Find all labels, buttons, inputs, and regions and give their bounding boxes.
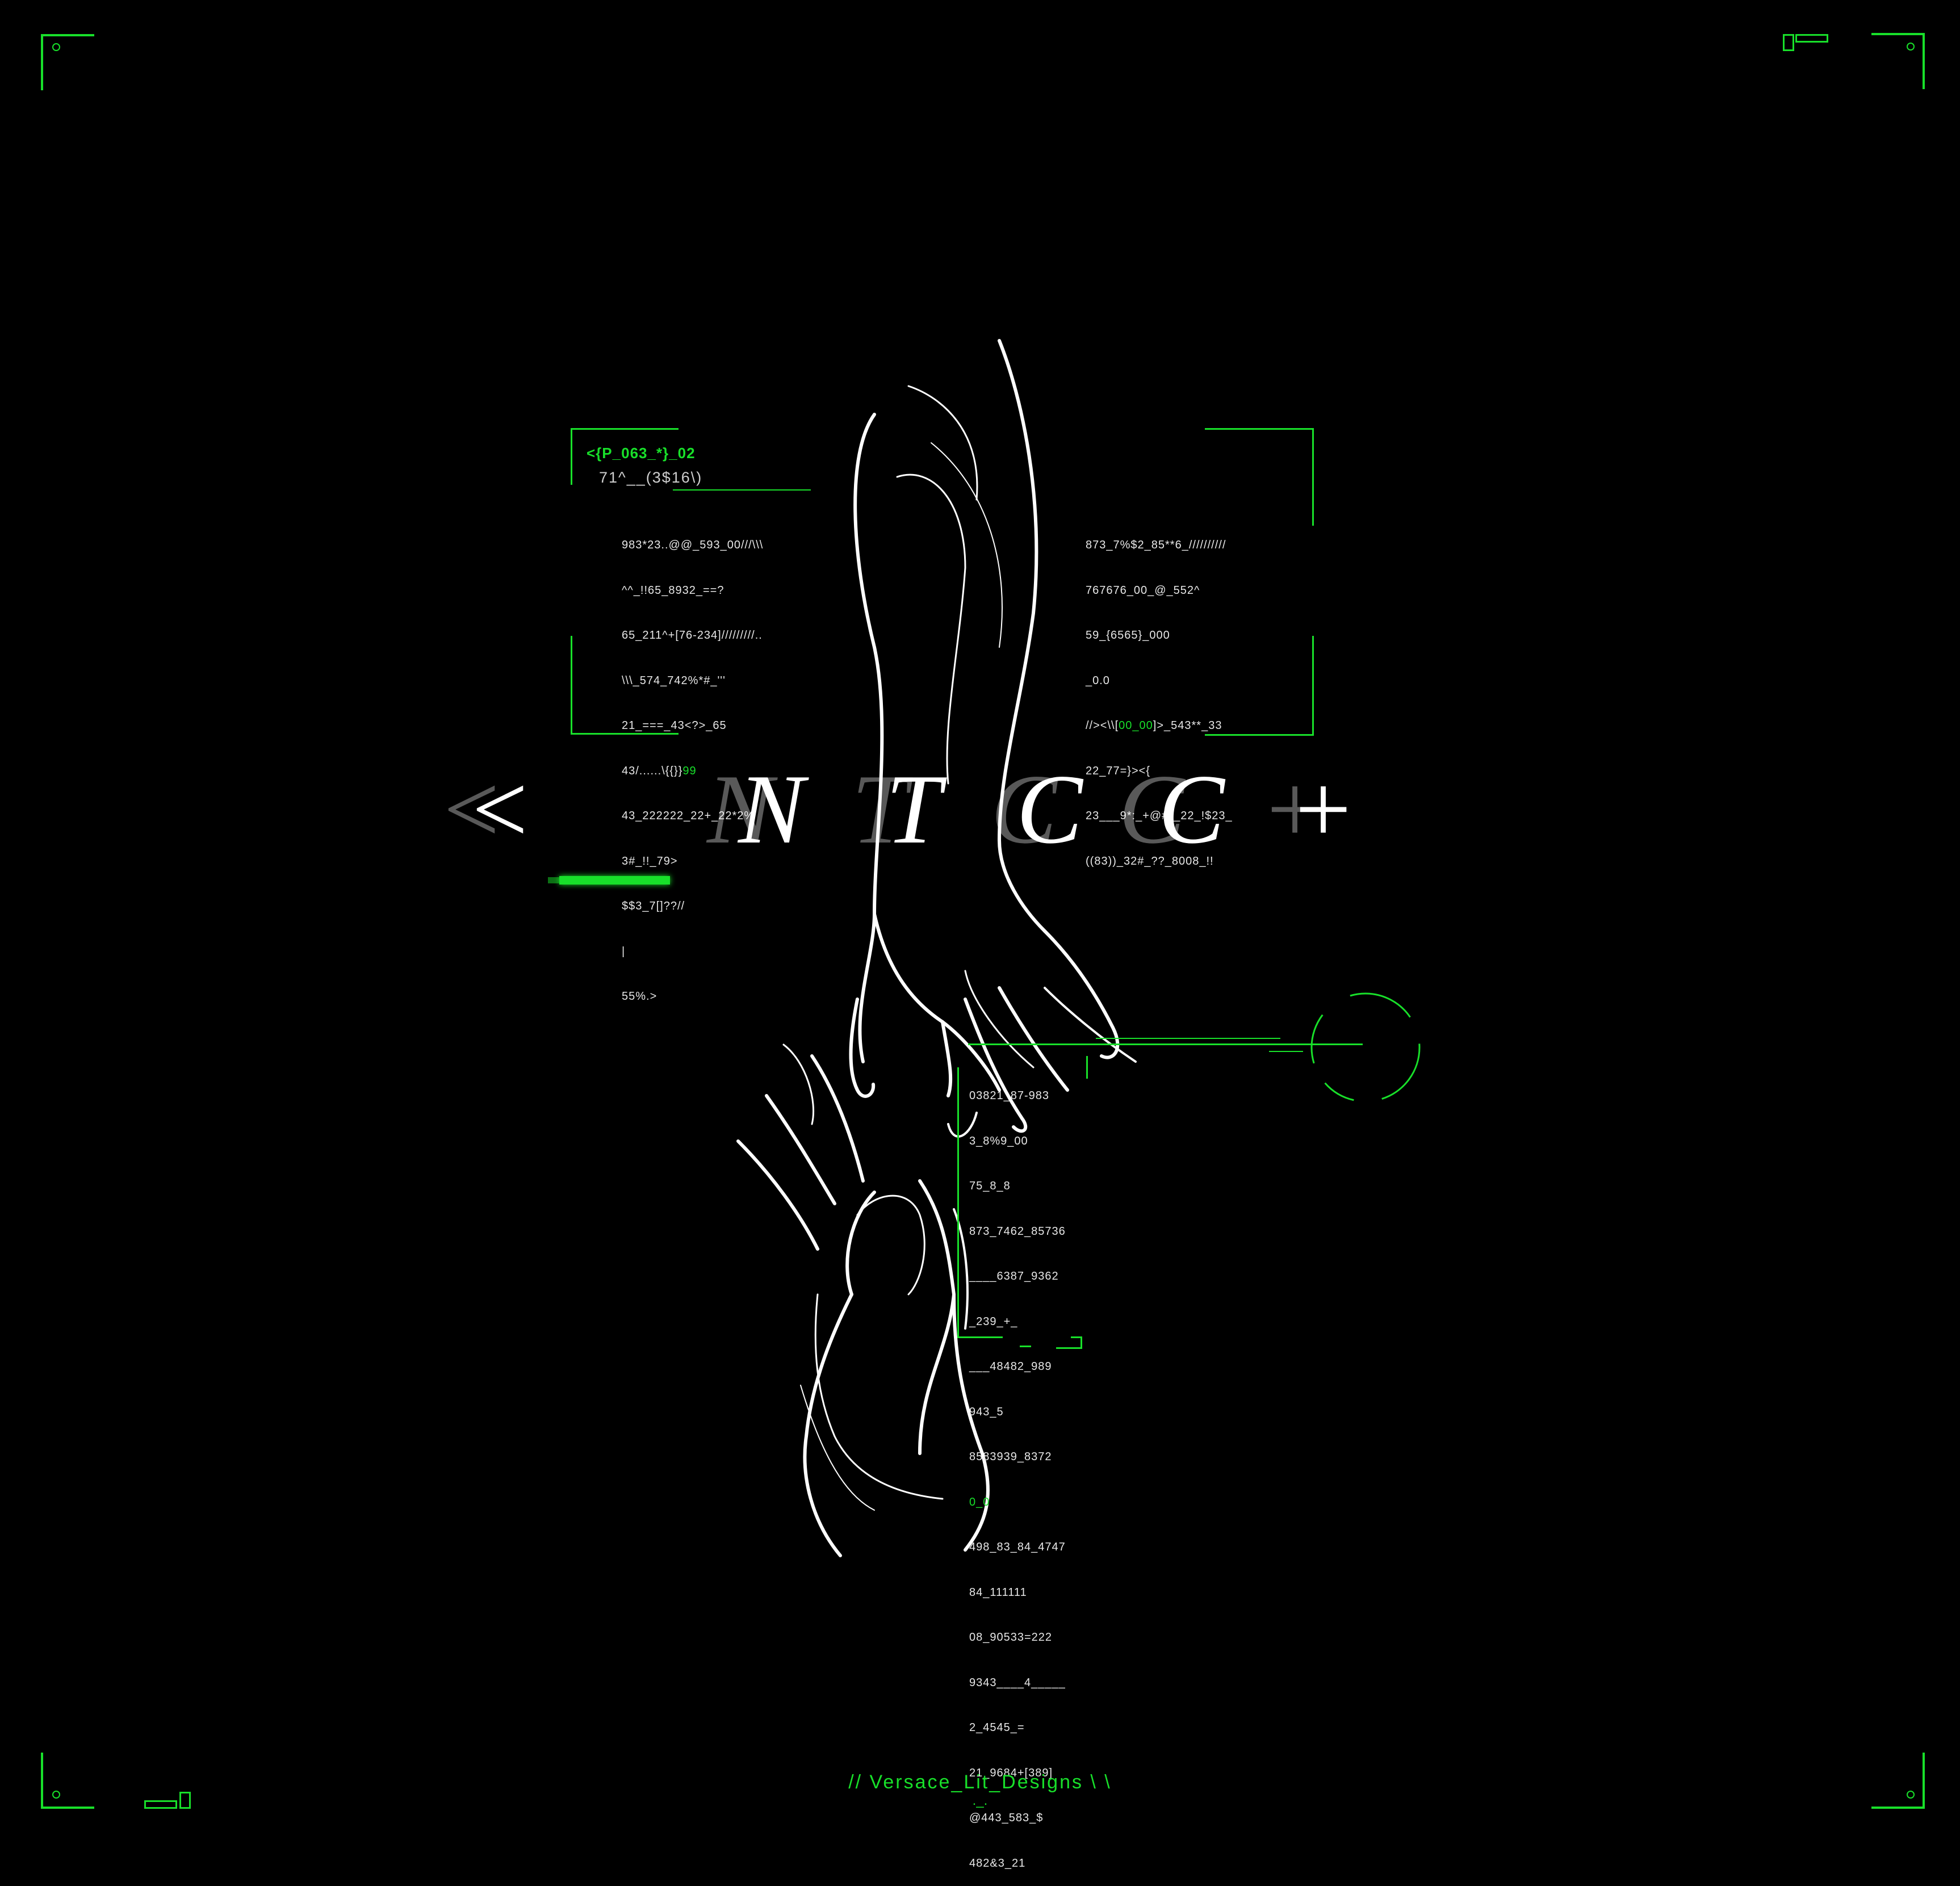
footer-mark: ._. [972, 1793, 988, 1808]
panel-right-frame [1205, 428, 1314, 736]
code-line: \\\_574_742%*#_''' [622, 674, 726, 687]
panel-right-code: 873_7%$2_85**6_////////// 767676_00_@_55… [1086, 508, 1233, 884]
hud-mark-bottom-left [179, 1792, 191, 1809]
corner-top-left [41, 34, 94, 90]
hud-line-small [1269, 1051, 1303, 1052]
code-line: 2_4545_= [969, 1721, 1025, 1734]
code-line: | [622, 945, 626, 958]
code-line: 498_83_84_4747 [969, 1541, 1066, 1553]
hands-illustration [736, 339, 1137, 1557]
code-line: 59_{6565}_000 [1086, 629, 1170, 642]
title-char: C [1158, 754, 1225, 864]
corner-dot-icon [52, 1791, 60, 1799]
hud-mark-top-right [1783, 34, 1794, 51]
title-char: < [466, 754, 533, 864]
corner-dot-icon [1907, 43, 1915, 51]
corner-top-right [1871, 33, 1925, 89]
title-ghost-char: < [437, 754, 505, 864]
code-line: $$3_7[]??// [622, 900, 685, 912]
hud-mark-top-right-bar [1795, 34, 1828, 43]
code-line: 21_9684+[389] [969, 1766, 1053, 1779]
title-glitch: < < N N T T C C C C + + [437, 754, 1356, 864]
corner-dot-icon [1907, 1791, 1915, 1799]
corner-bottom-right [1871, 1753, 1925, 1809]
title-ghost-char: C [991, 754, 1057, 864]
code-line: 22_77=}><{ [1086, 764, 1151, 777]
code-line: 873_7462_85736 [969, 1225, 1066, 1238]
hud-line-long [968, 1043, 1363, 1045]
footer-signature: // Versace_Lit_Designs \ \ [848, 1771, 1112, 1793]
code-line: 873_7%$2_85**6_////////// [1086, 539, 1226, 551]
title-ghost-char: + [1260, 754, 1328, 864]
code-line: 983*23..@@_593_00///\\\ [622, 539, 764, 551]
code-line: ^^_!!65_8932_==? [622, 584, 724, 597]
code-line: 943_5 [969, 1405, 1004, 1418]
panel-left-header: <{P_063_*}_02 [587, 445, 696, 462]
panel-left-code: 983*23..@@_593_00///\\\ ^^_!!65_8932_==?… [622, 508, 763, 1019]
title-char: N [738, 754, 805, 864]
title-char: T [886, 754, 941, 864]
title-underscore-ghost [548, 877, 571, 883]
corner-dot-icon [52, 43, 60, 51]
code-line: 75_8_8 [969, 1180, 1011, 1192]
code-line: 9343____4_____ [969, 1676, 1066, 1689]
code-line: _0.0 [1086, 674, 1110, 687]
title-underscore-bar [559, 876, 670, 885]
code-line: 767676_00_@_552^ [1086, 584, 1200, 597]
code-line: ___48482_989 [969, 1360, 1052, 1373]
code-line: ____6387_9362 [969, 1270, 1059, 1283]
panel-left-underline [673, 489, 811, 491]
hud-line-upper [1096, 1038, 1280, 1039]
corner-bottom-left [41, 1753, 94, 1809]
code-line: 43_222222_22+_22*2% [622, 810, 755, 822]
hud-mark-bottom-left-bar [144, 1800, 177, 1809]
code-line: ((83))_32#_??_8008_!! [1086, 854, 1214, 867]
code-line: 3#_!!_79> [622, 854, 678, 867]
code-line: 55%.> [622, 990, 657, 1003]
title-char: + [1289, 754, 1356, 864]
code-line: 43/......\{{}}99 [622, 764, 697, 777]
code-line: 65_211^+[76-234]/////////.. [622, 629, 763, 642]
code-line: 08_90533=222 [969, 1631, 1053, 1644]
panel-left-subheader: 71^__(3$16\) [599, 469, 703, 486]
code-line: 03821_87-983 [969, 1089, 1050, 1102]
panel-bottom-frame [957, 1056, 1088, 1349]
code-line: @443_583_$ [969, 1812, 1044, 1824]
target-circle-icon [1310, 992, 1421, 1103]
title-char: C [1016, 754, 1083, 864]
title-ghost-char: N [707, 754, 773, 864]
code-line: 23___9*:_+@#*_22_!$23_ [1086, 810, 1233, 822]
title-ghost-char: C [1119, 754, 1185, 864]
code-line: //><\\[00_00]>_543**_33 [1086, 719, 1222, 732]
code-line: 84_111111 [969, 1586, 1027, 1599]
panel-left-frame [571, 428, 679, 735]
code-line: _239_+_ [969, 1315, 1018, 1328]
code-line: 8583939_8372 [969, 1451, 1052, 1463]
title-ghost-char: T [852, 754, 907, 864]
code-line: 3_8%9_00 [969, 1134, 1028, 1147]
code-line: 21_===_43<?>_65 [622, 719, 727, 732]
code-line: 0_0 [969, 1495, 990, 1508]
code-line: 482&3_21 [969, 1856, 1026, 1870]
